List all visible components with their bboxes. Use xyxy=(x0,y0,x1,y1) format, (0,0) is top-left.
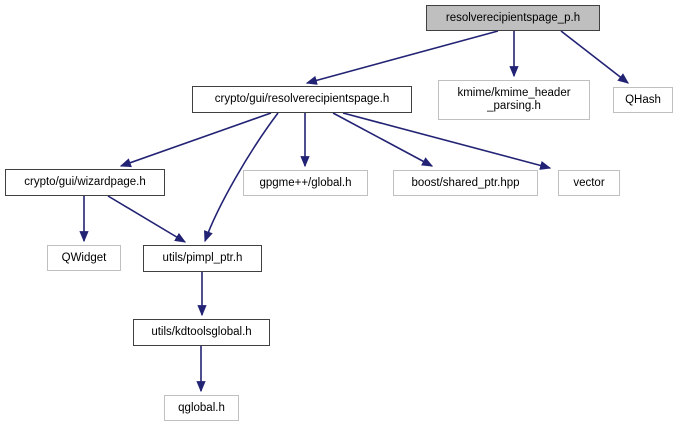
graph-edge xyxy=(332,112,434,167)
graph-node-n8[interactable]: QWidget xyxy=(47,245,121,271)
graph-node-n7[interactable]: vector xyxy=(558,170,620,196)
graph-edge xyxy=(204,112,279,243)
graph-node-n11[interactable]: qglobal.h xyxy=(164,395,239,421)
graph-edge xyxy=(119,112,272,168)
graph-node-n4[interactable]: crypto/gui/wizardpage.h xyxy=(5,169,165,196)
graph-node-n9[interactable]: utils/pimpl_ptr.h xyxy=(143,245,262,272)
graph-edge xyxy=(560,30,630,84)
graph-node-n1[interactable]: crypto/gui/resolverecipientspage.h xyxy=(192,86,412,113)
graph-node-n5[interactable]: gpgme++/global.h xyxy=(243,170,368,196)
graph-node-n6[interactable]: boost/shared_ptr.hpp xyxy=(393,170,538,196)
graph-node-n0[interactable]: resolverecipientspage_p.h xyxy=(426,5,600,31)
graph-node-n10[interactable]: utils/kdtoolsglobal.h xyxy=(133,319,270,346)
graph-edge xyxy=(342,112,552,170)
graph-edge xyxy=(305,30,499,85)
graph-node-n3[interactable]: QHash xyxy=(613,87,673,113)
graph-node-n2[interactable]: kmime/kmime_header _parsing.h xyxy=(438,80,590,120)
graph-edge xyxy=(107,195,187,243)
